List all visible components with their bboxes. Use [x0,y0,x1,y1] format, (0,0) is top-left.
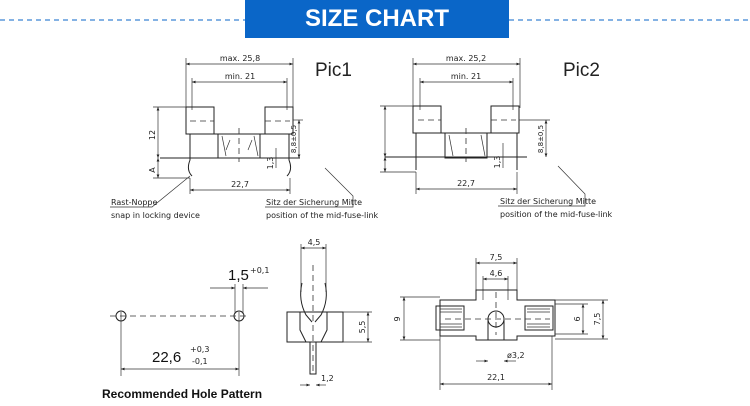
top-view-height-7-5: 7,5 [593,313,602,326]
side-view-pin-width: 1,2 [321,374,334,383]
pic1-height-8-8: 8,8±0,5 [290,125,298,153]
pic2-min-dimension: min. 21 [451,72,481,81]
top-view-hole-diameter: ø3,2 [507,351,525,360]
hole-spacing-tol-plus: +0,3 [190,345,209,354]
pic1-height-a: A [148,167,157,173]
pic2-max-dimension: max. 25,2 [446,54,486,63]
top-view-height-6: 6 [573,316,582,321]
top-view-length: 22,1 [487,373,505,382]
top-view-height-9: 9 [393,316,402,321]
pic1-note-right-en: position of the mid-fuse-link [266,211,379,220]
side-view-width: 4,5 [308,238,321,247]
pic2-height-1-3: 1,3 [493,156,502,169]
hole-diameter-tol: +0,1 [250,266,269,275]
pic1-min-dimension: min. 21 [225,72,255,81]
pic2-width-22-7: 22,7 [457,179,475,188]
pic2-label: Pic2 [563,60,600,81]
pic1-drawing: Pic1 max. 25,8 min. 21 12 A 8,8±0,5 1,3 … [110,54,379,220]
top-view-drawing: 7,5 4,6 9 6 7,5 ø3,2 22,1 [393,253,608,390]
pic2-drawing: Pic2 max. 25,2 min. 21 8,8±0,5 1,3 22,7 … [380,54,613,219]
pic1-height-1-3: 1,3 [266,157,275,170]
hole-pattern-drawing: 22,6 +0,3 -0,1 1,5 +0,1 Recommended Hole… [102,266,269,401]
pic2-note-right-en: position of the mid-fuse-link [500,210,613,219]
pic2-height-8-8: 8,8±0,5 [537,125,545,153]
size-chart-banner: SIZE CHART [245,0,509,38]
side-view-height: 5,5 [358,321,367,334]
hole-spacing: 22,6 [152,349,181,366]
pic1-max-dimension: max. 25,8 [220,54,260,63]
top-view-inner-width: 4,6 [490,269,503,278]
pic1-label: Pic1 [315,60,352,81]
pic1-height-12: 12 [148,130,157,140]
pic1-note-right-de: Sitz der Sicherung Mitte [266,198,362,207]
pic1-note-left-en: snap in locking device [111,211,200,220]
pic2-note-right-de: Sitz der Sicherung Mitte [500,197,596,206]
hole-spacing-tol-minus: -0,1 [192,357,208,366]
hole-diameter: 1,5 [228,267,249,284]
pic1-width-22-7: 22,7 [231,180,249,189]
top-view-outer-width: 7,5 [490,253,503,262]
side-view-drawing: 4,5 5,5 1,2 [286,238,372,387]
pic1-note-left-de: Rast-Noppe [111,198,158,207]
hole-pattern-title: Recommended Hole Pattern [102,387,262,401]
